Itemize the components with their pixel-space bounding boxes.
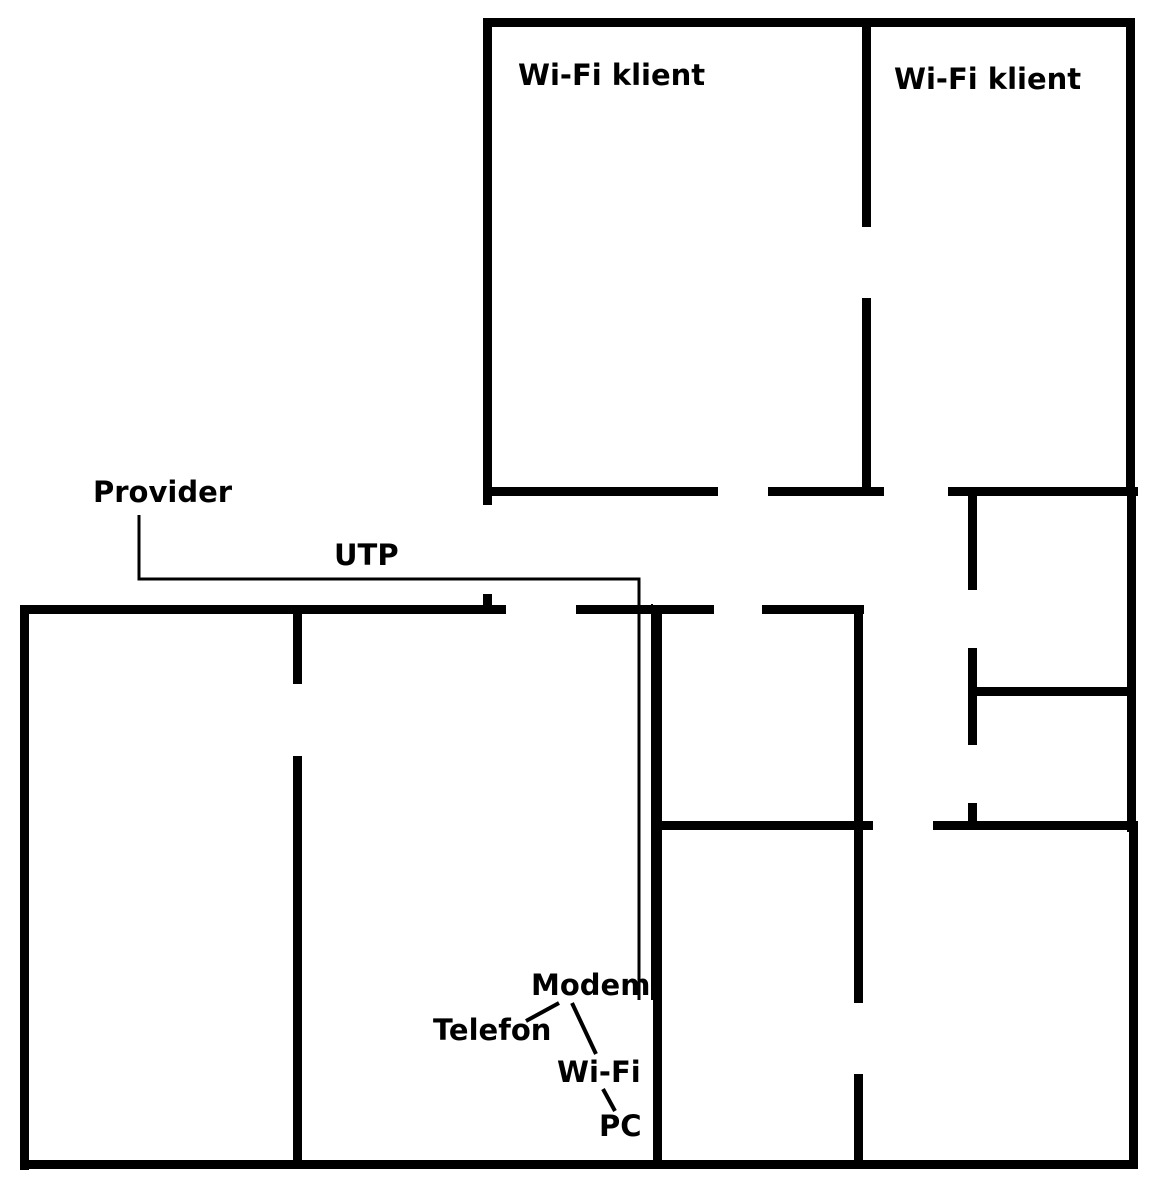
wall xyxy=(968,490,977,590)
wall xyxy=(576,605,714,614)
wall xyxy=(483,18,1135,27)
wall xyxy=(483,18,492,505)
connection-lines xyxy=(525,1001,617,1112)
wall xyxy=(657,821,873,830)
wall xyxy=(762,605,864,614)
pc-label: PC xyxy=(599,1109,642,1143)
wall xyxy=(483,594,492,608)
wall xyxy=(20,605,29,1170)
wall xyxy=(973,687,1130,696)
room-label-top-left: Wi-Fi klient xyxy=(518,58,706,92)
utp-label: UTP xyxy=(334,538,399,572)
wall xyxy=(20,1160,1138,1169)
room-label-top-right: Wi-Fi klient xyxy=(894,62,1082,96)
wall xyxy=(1126,18,1135,492)
wall xyxy=(1129,821,1138,1169)
wall xyxy=(862,298,871,491)
wall xyxy=(653,605,662,1165)
wall xyxy=(948,487,1138,496)
wall xyxy=(20,605,506,614)
wall xyxy=(293,756,302,1164)
wall xyxy=(968,648,977,745)
wall xyxy=(968,803,977,825)
wall xyxy=(293,614,302,684)
telefon-label: Telefon xyxy=(433,1013,552,1047)
wall xyxy=(1127,487,1136,832)
wall xyxy=(854,605,863,1003)
walls xyxy=(20,18,1138,1170)
utp-cable xyxy=(137,515,653,1000)
modem-label: Modem xyxy=(531,968,651,1002)
provider-label: Provider xyxy=(93,475,233,509)
wifi-label: Wi-Fi xyxy=(557,1055,641,1089)
wall xyxy=(933,821,1138,830)
wall xyxy=(487,487,718,496)
wall xyxy=(768,487,884,496)
wall xyxy=(862,22,871,227)
wall xyxy=(854,1074,863,1164)
